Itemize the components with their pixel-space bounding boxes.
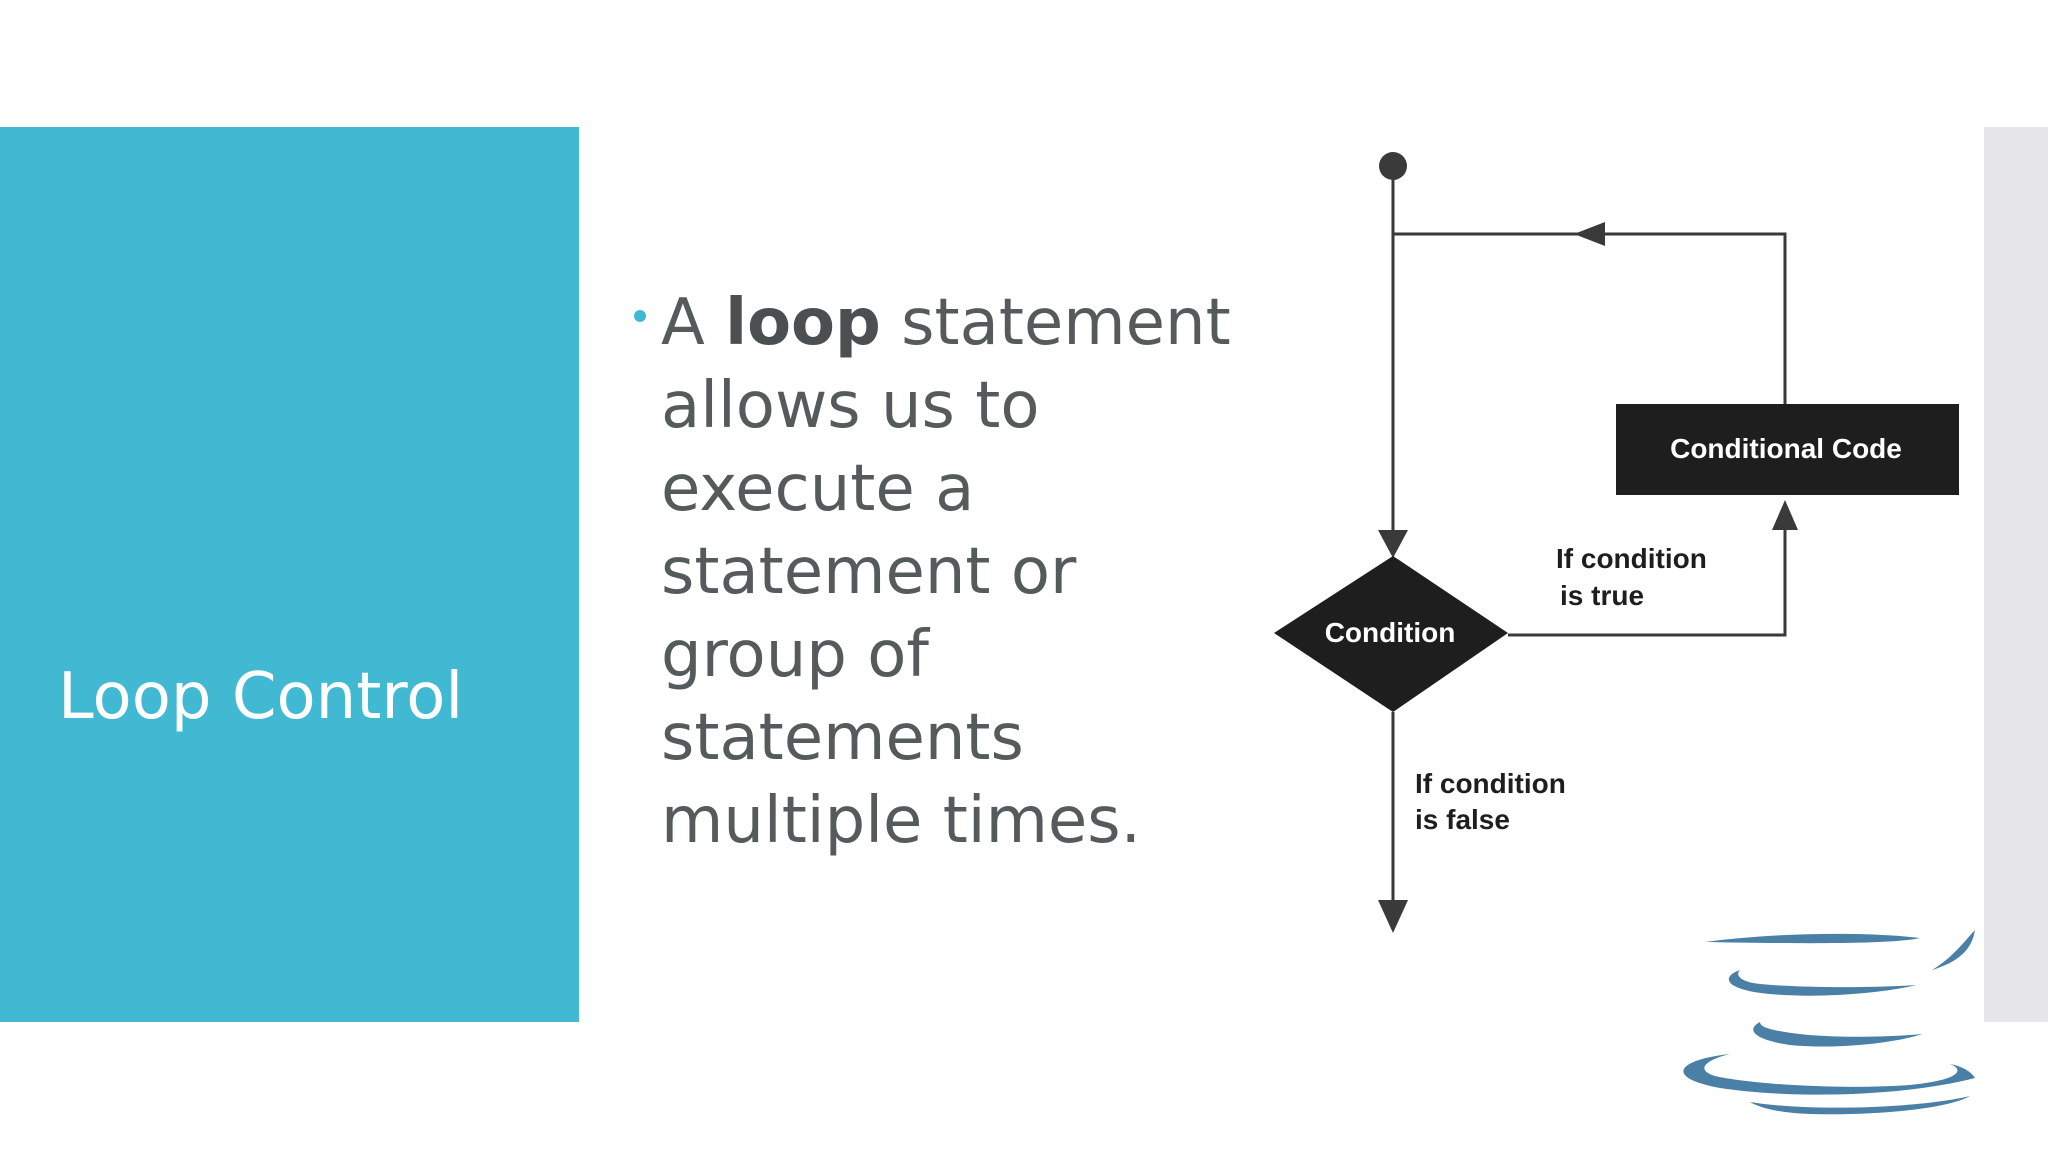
bullet-line-4: statement or — [661, 535, 1077, 609]
true-branch-arrowhead — [1772, 500, 1798, 530]
slide-title: Loop Control — [58, 660, 464, 734]
bullet-icon — [634, 310, 646, 322]
false-label-line-1: If condition — [1415, 768, 1566, 799]
right-side-strip — [1984, 127, 2048, 1022]
logo-stroke-6 — [1750, 1096, 1970, 1115]
java-steam-logo-icon — [1683, 930, 1975, 1115]
bullet-line-6: statements — [661, 701, 1024, 775]
loop-back-arrowhead — [1574, 222, 1605, 246]
conditional-code-label: Conditional Code — [1670, 433, 1902, 464]
false-branch-arrowhead — [1378, 900, 1408, 933]
bullet-line-2: allows us to — [661, 369, 1040, 443]
conditional-code-box — [1616, 404, 1959, 495]
bullet-item: A loop statement allows us to execute a … — [661, 282, 1231, 863]
logo-stroke-4 — [1753, 1022, 1922, 1047]
bullet-line-7: multiple times. — [661, 784, 1141, 858]
bullet-emphasis: loop — [725, 286, 881, 360]
logo-stroke-1 — [1705, 933, 1920, 944]
condition-label: Condition — [1325, 617, 1456, 648]
condition-diamond — [1274, 556, 1508, 712]
logo-stroke-3 — [1728, 970, 1916, 996]
bullet-line-5: group of — [661, 618, 929, 692]
bullet-line-1: A loop statement — [661, 282, 1231, 365]
true-label-line-2: is true — [1560, 580, 1644, 611]
bullet-prefix: A — [661, 286, 726, 360]
true-branch-line — [1508, 525, 1787, 637]
logo-stroke-5 — [1683, 1054, 1975, 1095]
true-label-line-1: If condition — [1556, 543, 1707, 574]
arrow-into-condition — [1378, 530, 1408, 558]
logo-stroke-2 — [1932, 930, 1975, 970]
title-panel: Loop Control — [0, 127, 579, 1022]
false-label-line-2: is false — [1415, 804, 1510, 835]
loop-back-line — [1393, 232, 1787, 404]
bullet-line-1-rest: statement — [880, 286, 1231, 360]
bullet-line-3: execute a — [661, 452, 975, 526]
